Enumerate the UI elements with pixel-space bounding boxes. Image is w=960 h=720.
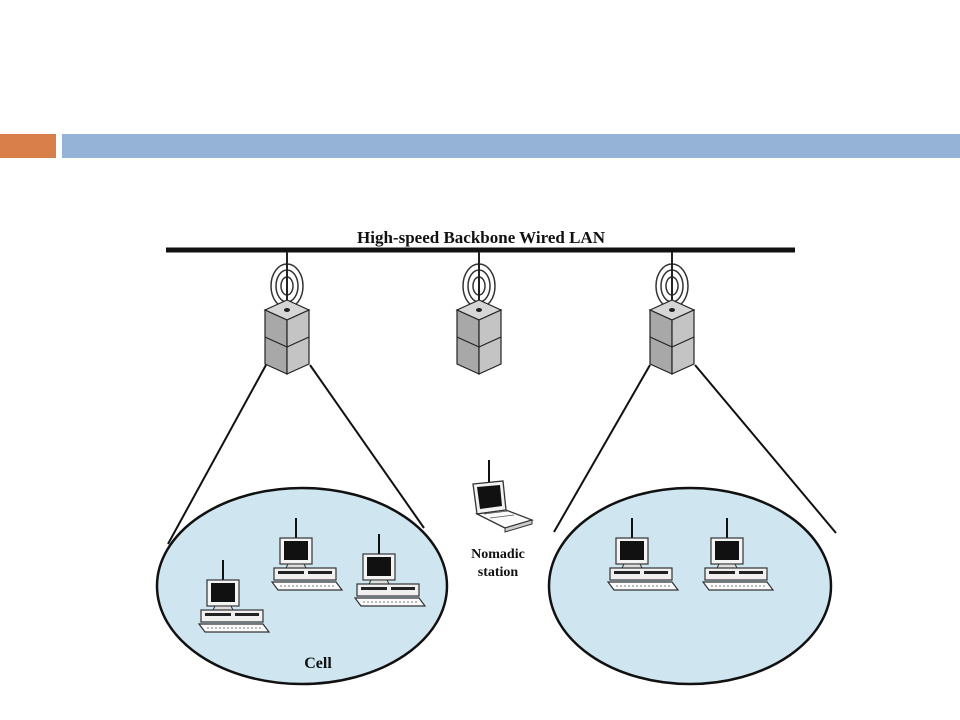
title-bar-accent: [0, 134, 56, 158]
access-point-left: [264, 251, 310, 375]
backbone-label: High-speed Backbone Wired LAN: [357, 228, 606, 247]
cell-label: Cell: [304, 655, 332, 672]
access-point-right: [649, 251, 695, 375]
access-point-center: [456, 251, 502, 375]
coverage-line: [694, 364, 837, 534]
nomadic-label-line2: station: [478, 565, 519, 580]
coverage-line: [167, 364, 267, 545]
coverage-line: [309, 364, 425, 529]
title-bar: [62, 134, 960, 158]
nomadic-laptop: [472, 460, 535, 533]
coverage-line: [553, 364, 651, 533]
nomadic-label-line1: Nomadic: [471, 547, 525, 562]
cell-right: [547, 486, 833, 686]
